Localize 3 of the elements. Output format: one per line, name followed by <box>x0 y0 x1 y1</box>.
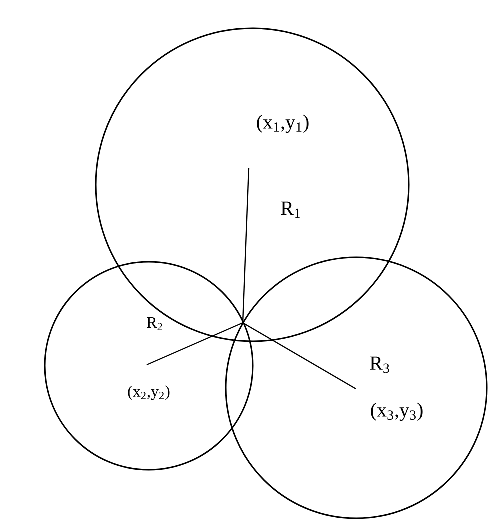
radius-label: R$_{1}$ <box>281 202 300 218</box>
radius-label: R$_{2}$ <box>147 317 162 331</box>
radius-label: R$_{3}$ <box>370 356 390 374</box>
